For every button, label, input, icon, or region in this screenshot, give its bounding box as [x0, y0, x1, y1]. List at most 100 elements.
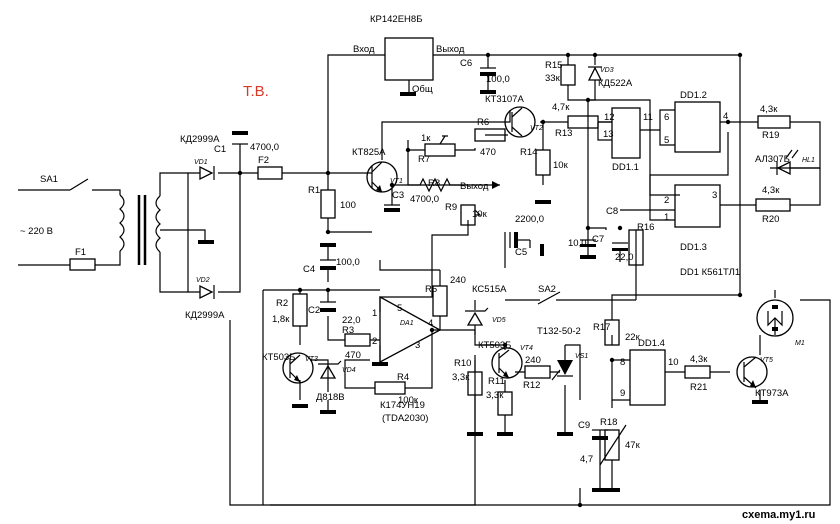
- pin-4: 4: [723, 111, 728, 122]
- label-c4: C4: [303, 264, 315, 275]
- label-vd2-value: КД2999А: [185, 310, 225, 321]
- label-r3: R3: [342, 325, 354, 336]
- pin-8: 8: [620, 357, 625, 368]
- fuse-f1: [69, 258, 96, 271]
- logic-chip-label: DD1 К561ТЛ1: [680, 267, 740, 278]
- thyristor-vs1-icon: [551, 360, 573, 381]
- regulator-chip: [384, 37, 434, 81]
- label-vt2: VT2: [530, 125, 543, 132]
- resistor-r4: [374, 381, 406, 395]
- label-r4: R4: [397, 372, 409, 383]
- label-vt4-value: КТ503Б: [478, 340, 511, 351]
- label-r1: R1: [308, 185, 320, 196]
- label-c1-value: 4700,0: [250, 142, 279, 153]
- label-r9-value: 10к: [472, 209, 488, 220]
- mains-label: ~ 220 В: [20, 226, 53, 237]
- pin-1: 1: [664, 212, 669, 223]
- label-r12-value: 240: [525, 355, 541, 366]
- capacitor-c6-icon: [480, 67, 496, 90]
- opamp-da1: [379, 295, 442, 364]
- label-c4-value: 100,0: [336, 257, 360, 268]
- transistor-vt3-icon: [282, 352, 314, 384]
- label-r5: R5: [425, 284, 437, 295]
- resistor-r19: [757, 115, 791, 129]
- pin-9: 9: [620, 388, 625, 399]
- regulator-out-label: Выход: [436, 44, 465, 55]
- label-vd3: VD3: [600, 67, 614, 74]
- diode-vd3-icon: [587, 66, 603, 85]
- capacitor-c1-icon: [232, 131, 248, 165]
- label-vd1: VD1: [194, 159, 208, 166]
- label-r21: R21: [690, 382, 707, 393]
- capacitor-c3-icon: [384, 204, 400, 212]
- label-vt2-value: КТ3107А: [485, 94, 524, 105]
- label-r6: R6: [477, 117, 489, 128]
- motor-m1-icon: [756, 299, 794, 337]
- pin-11: 11: [643, 112, 653, 123]
- zener-vd5-icon: [465, 307, 489, 326]
- label-r5-value: 240: [450, 275, 466, 286]
- gate-dd1-3-label: DD1.3: [680, 242, 707, 253]
- label-r7-value: 1к: [421, 133, 431, 144]
- label-r14: R14: [520, 147, 537, 158]
- ground-bars: [198, 90, 768, 492]
- label-r13-value: 4,7к: [552, 102, 570, 113]
- resistor-r16: [628, 229, 644, 266]
- regulator-name: КР142ЕН8Б: [370, 14, 422, 25]
- transistor-vt5-icon: [736, 356, 768, 389]
- amp-pin-2: 2: [372, 336, 377, 347]
- trimmer-r18: [604, 429, 620, 461]
- label-c2-value: 22,0: [342, 315, 361, 326]
- pin-2: 2: [664, 195, 669, 206]
- label-r15-value: 33к: [545, 73, 561, 84]
- capacitor-c7-icon: [612, 242, 628, 251]
- gate-dd1-1-label: DD1.1: [612, 162, 639, 173]
- resistor-r14: [535, 149, 551, 176]
- resistor-r10: [467, 371, 483, 396]
- label-r13: R13: [555, 128, 572, 139]
- transistor-vt4-icon: [491, 347, 523, 379]
- label-vs1: VS1: [575, 353, 588, 360]
- gate-dd1-2: [674, 101, 721, 153]
- label-r10-value: 3,3к: [452, 372, 470, 383]
- diode-vd2-icon: [199, 284, 215, 300]
- label-r7: R7: [418, 154, 430, 165]
- pin-5: 5: [664, 135, 669, 146]
- label-r16: R16: [637, 222, 654, 233]
- label-c3: C3: [392, 190, 404, 201]
- amp-name: К174УН19: [380, 400, 425, 411]
- amp-ref: DA1: [400, 320, 414, 327]
- label-r15: R15: [545, 60, 562, 71]
- label-c7: C7: [592, 234, 604, 245]
- label-r10: R10: [454, 358, 471, 369]
- label-vt4: VT4: [520, 345, 533, 352]
- label-vt5-value: КТ973А: [755, 388, 789, 399]
- label-vd4: VD4: [342, 367, 356, 374]
- pin-3: 3: [712, 190, 717, 201]
- capacitor-c8-icon: [580, 239, 596, 247]
- label-vd5-value: КС515А: [472, 284, 507, 295]
- label-c8-value: 10,0: [568, 238, 587, 249]
- resistor-r5: [432, 285, 448, 317]
- resistor-r8: [408, 177, 470, 193]
- diode-vd1-icon: [199, 165, 215, 181]
- resistor-r12: [524, 365, 551, 379]
- label-r12: R12: [523, 380, 540, 391]
- label-r8: R8: [428, 178, 440, 189]
- junction-dots: [237, 52, 743, 508]
- capacitor-c2-icon: [320, 301, 336, 312]
- label-vd5: VD5: [492, 317, 506, 324]
- label-vt3: VT3: [305, 356, 318, 363]
- output-arrow-icon: [492, 181, 500, 189]
- pin-12: 12: [604, 112, 615, 123]
- label-c9-value: 4,7: [580, 454, 593, 465]
- resistor-r20: [755, 198, 791, 212]
- label-r20-value: 4,3к: [762, 185, 780, 196]
- label-r4-value: 100к: [398, 395, 419, 406]
- capacitor-c4-icon: [320, 259, 336, 270]
- label-vt1: VT1: [390, 178, 403, 185]
- label-c6: C6: [460, 58, 472, 69]
- label-r19-value: 4,3к: [760, 104, 778, 115]
- label-r19: R19: [762, 130, 779, 141]
- led-hl1-icon: [776, 149, 799, 176]
